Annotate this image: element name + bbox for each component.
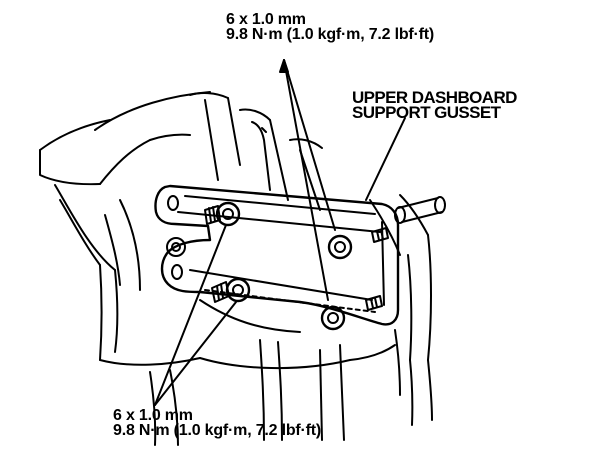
torque-spec-label: 9.8 N·m (1.0 kgf·m, 7.2 lbf·ft) (113, 422, 322, 439)
leader-lines-bottom-torque (154, 224, 237, 406)
bolt-size-label: 6 x 1.0 mm (226, 11, 306, 28)
bolt-upper-right (327, 234, 353, 260)
leader-line-gusset (365, 117, 406, 201)
torque-callout-lower-bolts: 6 x 1.0 mm 9.8 N·m (1.0 kgf·m, 7.2 lbf·f… (113, 407, 322, 439)
threaded-stud-upper (371, 227, 389, 243)
gusset-label-line-1: UPPER DASHBOARD (352, 88, 517, 107)
dashboard-frame-outline (39, 91, 446, 446)
bolt-lower-left (211, 277, 251, 303)
frame-mounting-lug (166, 237, 186, 257)
torque-callout-upper-bolts: 6 x 1.0 mm 9.8 N·m (1.0 kgf·m, 7.2 lbf·f… (226, 11, 435, 43)
gusset-part-label: UPPER DASHBOARD SUPPORT GUSSET (352, 88, 517, 122)
bolt-upper-left (204, 201, 241, 227)
gusset-label-line-2: SUPPORT GUSSET (352, 103, 501, 122)
leader-lines-top-torque (279, 59, 336, 301)
upper-dashboard-support-gusset (154, 184, 400, 326)
torque-spec-label: 9.8 N·m (1.0 kgf·m, 7.2 lbf·ft) (226, 26, 435, 43)
bolt-lower-right (320, 305, 346, 331)
bolt-size-label: 6 x 1.0 mm (113, 407, 193, 424)
threaded-stud-lower (365, 295, 383, 311)
